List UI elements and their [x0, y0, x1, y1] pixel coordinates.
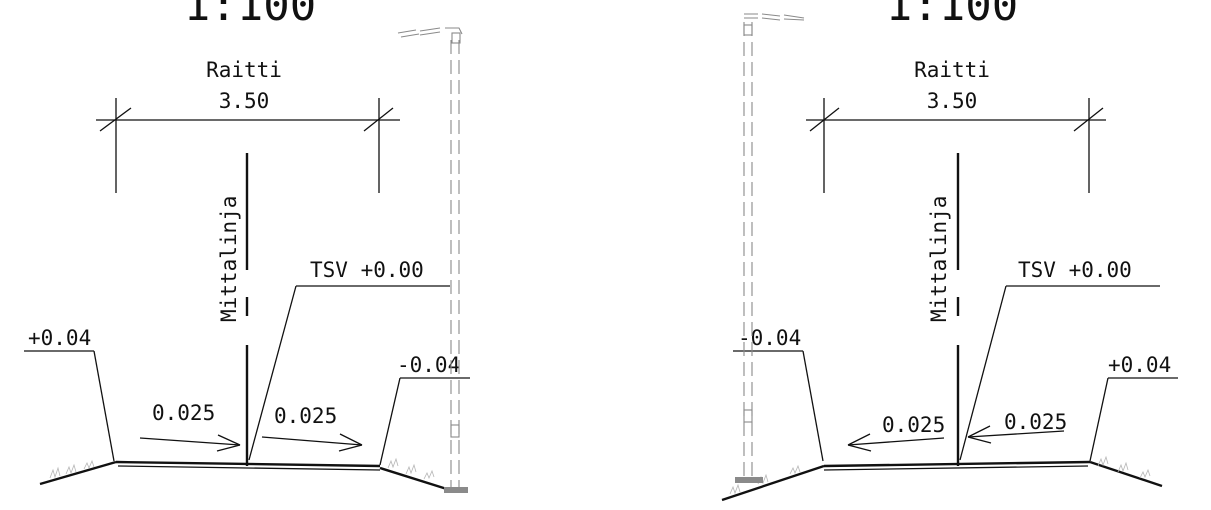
right-cross-section: 1:100 Raitti 3.50 Mittalinja TSV +0.00 -…	[721, 0, 1178, 502]
left-slope-arrow-right	[261, 433, 363, 452]
right-pavement	[823, 460, 1091, 471]
left-scale-label: 1:100	[184, 0, 316, 31]
right-slope-left-label: 0.025	[882, 413, 945, 437]
right-elev-right-label: +0.04	[1108, 353, 1171, 377]
right-elev-left-label: -0.04	[738, 326, 801, 350]
left-elev-right-leader	[379, 377, 470, 466]
left-slope-right-label: 0.025	[274, 404, 337, 428]
left-elev-left-label: +0.04	[28, 326, 91, 350]
left-lamp-pole	[397, 27, 468, 493]
right-tsv-label: TSV +0.00	[1018, 258, 1132, 282]
left-ground	[39, 460, 451, 492]
left-width-dimension	[96, 98, 400, 193]
right-width-label: 3.50	[927, 89, 978, 113]
right-lane-label: Raitti	[914, 58, 990, 82]
left-grass	[49, 457, 435, 480]
right-elev-left-leader	[733, 350, 824, 462]
right-elev-right-leader	[1089, 377, 1178, 462]
right-lamp-pole	[735, 13, 805, 483]
right-width-dimension	[806, 98, 1106, 193]
left-tsv-label: TSV +0.00	[310, 258, 424, 282]
right-scale-label: 1:100	[886, 0, 1018, 31]
right-slope-right-label: 0.025	[1004, 410, 1067, 434]
left-tsv-leader	[248, 285, 450, 461]
left-slope-arrow-left	[139, 434, 241, 452]
right-ground	[721, 460, 1163, 502]
right-slope-arrow-left	[847, 433, 945, 452]
left-pavement	[115, 460, 381, 471]
left-centerline-label: Mittalinja	[217, 196, 241, 322]
right-tsv-leader	[959, 285, 1160, 461]
left-elev-right-label: -0.04	[397, 353, 460, 377]
left-cross-section: 1:100 Raitti 3.50 Mittalinja TSV +0.00 +…	[24, 0, 470, 493]
right-slope-arrow-right	[967, 425, 1065, 444]
left-width-label: 3.50	[219, 89, 270, 113]
left-lane-label: Raitti	[206, 58, 282, 82]
right-centerline-label: Mittalinja	[927, 196, 951, 322]
left-elev-left-leader	[24, 350, 115, 462]
left-slope-left-label: 0.025	[152, 401, 215, 425]
